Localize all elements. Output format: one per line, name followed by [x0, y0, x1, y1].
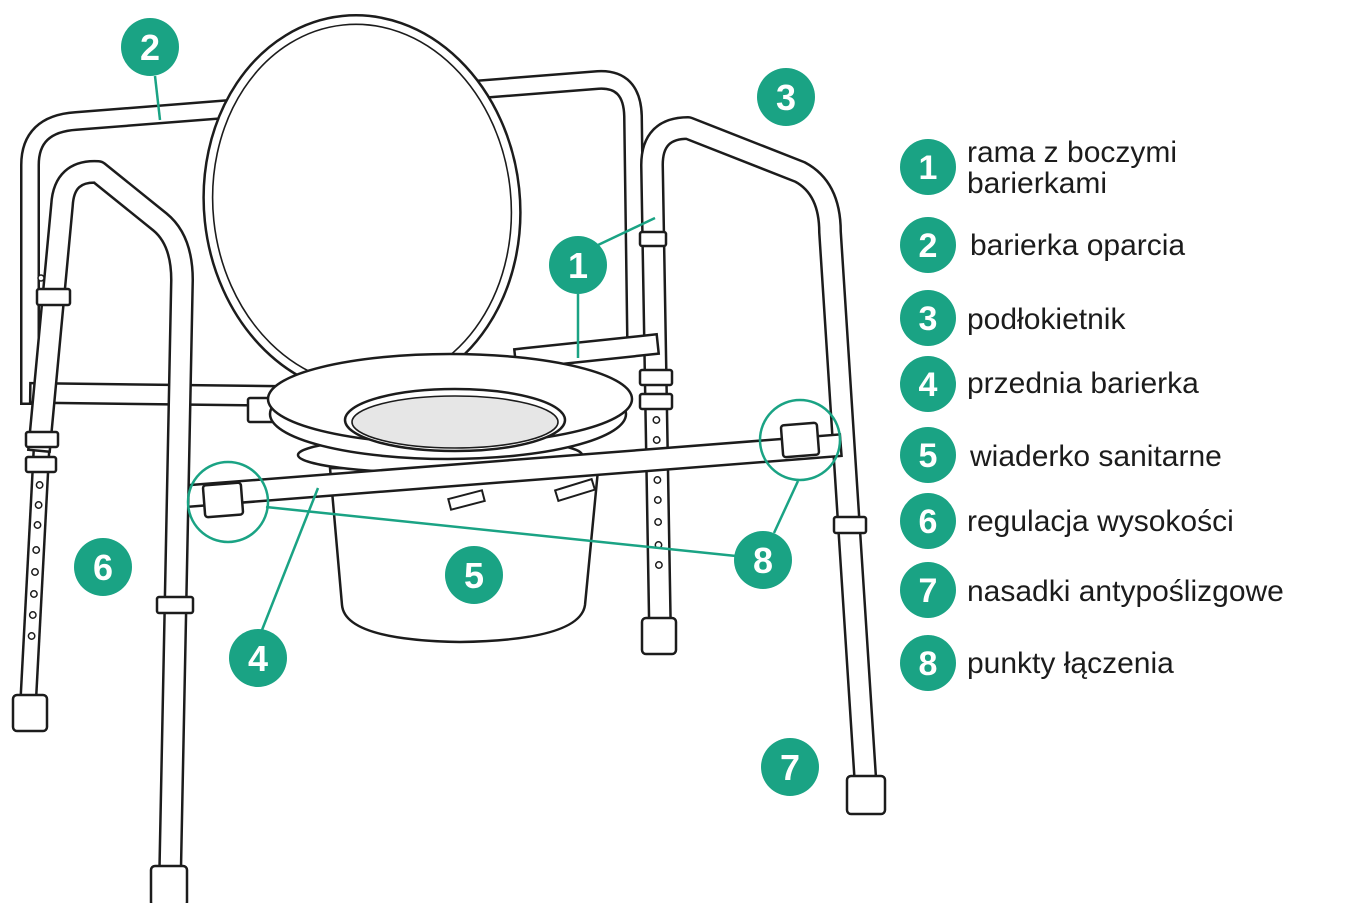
foot-cap [642, 618, 676, 654]
callout-4: 4 [229, 629, 287, 687]
legend-label: regulacja wysokości [967, 505, 1234, 538]
leader-line [774, 481, 798, 533]
callout-number: 3 [776, 77, 796, 118]
adjustment-hole [32, 569, 38, 575]
leg-sleeve [37, 289, 70, 305]
adjustment-hole [655, 497, 661, 503]
bucket-handle-left-fill [455, 497, 478, 503]
legend-number: 2 [919, 227, 938, 265]
callout-number: 5 [464, 555, 484, 596]
legend-label: barierkami [967, 167, 1107, 200]
leg-sleeve [640, 370, 672, 385]
adjustment-hole [38, 275, 44, 281]
front-bar-sleeve-left [203, 483, 243, 518]
legend-label: punkty łączenia [967, 647, 1174, 680]
legend-number: 4 [919, 366, 938, 404]
left-seat-bar-fill [40, 393, 285, 396]
leg-sleeve [834, 517, 866, 533]
adjustment-hole [654, 437, 660, 443]
legend-item-2: 2 barierka oparcia [900, 217, 1185, 273]
legend-label: barierka oparcia [970, 229, 1185, 262]
legend-item-4: 4 przednia barierka [900, 356, 1199, 412]
adjustment-hole [654, 477, 660, 483]
callout-number: 2 [140, 27, 160, 68]
callout-2: 2 [121, 18, 179, 76]
callout-6: 6 [74, 538, 132, 596]
adjustment-hole [655, 519, 661, 525]
legend-label: przednia barierka [967, 367, 1199, 400]
seat-lid [185, 0, 539, 410]
legend-number: 3 [919, 300, 938, 338]
leg-sleeve [26, 457, 56, 472]
callout-number: 7 [780, 747, 800, 788]
legend-number: 6 [919, 503, 938, 541]
legend-item-3: 3 podłokietnik [900, 290, 1126, 346]
adjustment-hole [34, 522, 40, 528]
adjustment-hole [656, 562, 662, 568]
callout-1: 1 [549, 236, 607, 294]
legend-label: nasadki antypoślizgowe [967, 575, 1284, 608]
lid-outer [185, 0, 539, 410]
legend-label: rama z boczymi [967, 136, 1177, 169]
front-bar-sleeve-right [781, 423, 819, 458]
leg-sleeve [26, 432, 58, 447]
legend-number: 8 [919, 645, 938, 683]
adjustment-hole [36, 482, 42, 488]
callout-number: 8 [753, 540, 773, 581]
legend-label: podłokietnik [967, 303, 1126, 336]
callout-number: 6 [93, 547, 113, 588]
legend-item-8: 8 punkty łączenia [900, 635, 1174, 691]
legend-item-1: 1 rama z boczymi barierkami [900, 136, 1177, 200]
callout-5: 5 [445, 546, 503, 604]
legend-item-7: 7 nasadki antypoślizgowe [900, 562, 1284, 618]
legend-item-6: 6 regulacja wysokości [900, 493, 1234, 549]
adjustment-hole [33, 547, 39, 553]
foot-cap [151, 866, 187, 903]
callout-8: 8 [734, 531, 792, 589]
adjustment-hole [28, 633, 34, 639]
non-slip-feet [13, 618, 885, 903]
leg-sleeve [640, 232, 666, 246]
left-side-frame [28, 172, 182, 880]
foot-cap [847, 776, 885, 814]
leg-sleeve [157, 597, 193, 613]
foot-cap [13, 695, 47, 731]
legend-number: 1 [919, 149, 938, 187]
seat [268, 354, 632, 459]
adjustment-hole [35, 502, 41, 508]
adjustment-hole [653, 417, 659, 423]
adjustment-hole [31, 591, 37, 597]
legend-item-5: 5 wiaderko sanitarne [900, 427, 1222, 483]
legend-label: wiaderko sanitarne [969, 440, 1222, 473]
callout-number: 4 [248, 638, 268, 679]
adjustment-hole [30, 612, 36, 618]
callout-3: 3 [757, 68, 815, 126]
callout-7: 7 [761, 738, 819, 796]
callout-number: 1 [568, 245, 588, 286]
legend: 1 rama z boczymi barierkami 2 barierka o… [900, 136, 1284, 691]
seat-opening [352, 396, 558, 448]
legend-number: 7 [919, 572, 938, 610]
leg-sleeve [640, 394, 672, 409]
legend-number: 5 [919, 437, 938, 475]
